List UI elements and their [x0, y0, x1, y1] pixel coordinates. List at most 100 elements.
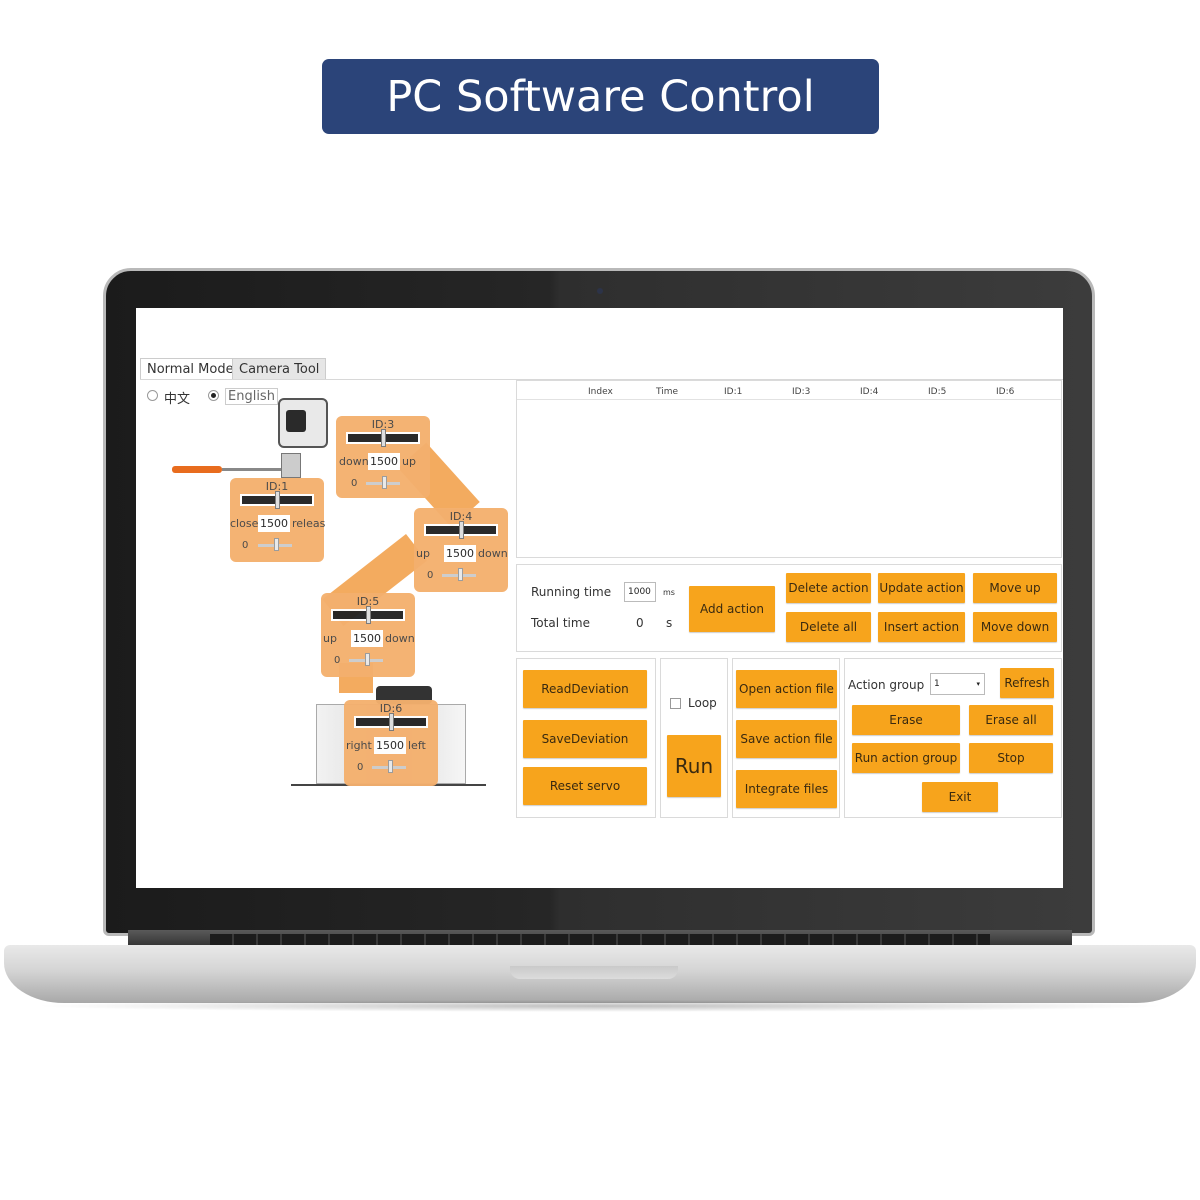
save-action-file-button[interactable]: Save action file: [736, 720, 837, 758]
servo-top-cap: [376, 686, 432, 704]
servo-offset-label: 0: [427, 570, 434, 581]
servo-offset-label: 0: [242, 540, 249, 551]
insert-action-button[interactable]: Insert action: [878, 612, 965, 642]
chevron-down-icon: ▾: [976, 680, 980, 688]
gripper-finger: [172, 466, 222, 473]
radio-chinese[interactable]: [147, 390, 158, 401]
erase-button[interactable]: Erase: [852, 705, 960, 735]
column-header-id3[interactable]: ID:3: [792, 387, 811, 397]
servo-slider-handle[interactable]: [366, 606, 371, 624]
save-deviation-button[interactable]: SaveDeviation: [523, 720, 647, 758]
servo-left-label: close: [230, 517, 259, 530]
action-group-label: Action group: [848, 678, 925, 692]
action-table[interactable]: [516, 380, 1062, 558]
tab-divider: [140, 379, 1063, 380]
tab-label: Camera Tool: [239, 362, 320, 377]
servo-id-label: ID:6: [379, 702, 403, 715]
column-header-id4[interactable]: ID:4: [860, 387, 879, 397]
servo-value-field[interactable]: 1500: [374, 737, 406, 754]
laptop-notch: [510, 966, 678, 979]
servo-slider-handle[interactable]: [381, 429, 386, 447]
column-header-id1[interactable]: ID:1: [724, 387, 743, 397]
gripper-rod: [222, 468, 292, 471]
column-header-id6[interactable]: ID:6: [996, 387, 1015, 397]
webcam-icon: [597, 288, 603, 294]
run-action-group-button[interactable]: Run action group: [852, 743, 960, 773]
servo-left-label: down: [339, 455, 369, 468]
tab-camera-tool[interactable]: Camera Tool: [232, 358, 327, 380]
delete-all-button[interactable]: Delete all: [786, 612, 871, 642]
servo-offset-handle[interactable]: [365, 653, 370, 666]
loop-checkbox[interactable]: [670, 698, 681, 709]
radio-english[interactable]: [208, 390, 219, 401]
servo-value-field[interactable]: 1500: [351, 630, 383, 647]
column-header-time[interactable]: Time: [656, 387, 679, 397]
integrate-files-button[interactable]: Integrate files: [736, 770, 837, 808]
column-header-index[interactable]: Index: [588, 387, 613, 397]
servo-id-label: ID:1: [265, 480, 289, 493]
delete-action-button[interactable]: Delete action: [786, 573, 871, 603]
loop-label: Loop: [688, 696, 717, 710]
servo-offset-label: 0: [351, 478, 358, 489]
servo-panel-id5: ID:5 up 1500 down 0: [321, 593, 415, 677]
erase-all-button[interactable]: Erase all: [969, 705, 1053, 735]
servo-left-label: up: [323, 632, 337, 645]
running-time-unit: ms: [663, 588, 675, 597]
tab-normal-mode[interactable]: Normal Mode: [140, 358, 241, 380]
servo-offset-handle[interactable]: [388, 760, 393, 773]
open-action-file-button[interactable]: Open action file: [736, 670, 837, 708]
servo-value-field[interactable]: 1500: [368, 453, 400, 470]
tab-label: Normal Mode: [147, 362, 234, 377]
action-group-select-value: 1: [934, 679, 940, 689]
page-title-banner: PC Software Control: [322, 59, 879, 134]
stop-button[interactable]: Stop: [969, 743, 1053, 773]
radio-chinese-label: 中文: [164, 392, 191, 407]
running-time-input[interactable]: 1000: [624, 582, 656, 602]
servo-right-label: releas: [292, 517, 326, 530]
add-action-button[interactable]: Add action: [689, 586, 775, 632]
servo-right-label: left: [408, 739, 426, 752]
move-down-button[interactable]: Move down: [973, 612, 1057, 642]
servo-slider-handle[interactable]: [389, 713, 394, 731]
move-up-button[interactable]: Move up: [973, 573, 1057, 603]
servo-value-field[interactable]: 1500: [444, 545, 476, 562]
radio-english-label: English: [225, 388, 278, 405]
servo-offset-handle[interactable]: [274, 538, 279, 551]
servo-id-label: ID:3: [371, 418, 395, 431]
servo-value-field[interactable]: 1500: [258, 515, 290, 532]
servo-offset-handle[interactable]: [382, 476, 387, 489]
app-window: Normal Mode Camera Tool 中文 English ID:3 …: [136, 308, 1063, 888]
update-action-button[interactable]: Update action: [878, 573, 965, 603]
servo-right-label: down: [385, 632, 415, 645]
refresh-button[interactable]: Refresh: [1000, 668, 1054, 698]
action-table-header-divider: [517, 399, 1061, 400]
total-time-unit: s: [666, 616, 673, 630]
running-time-label: Running time: [531, 585, 612, 599]
servo-slider-handle[interactable]: [459, 521, 464, 539]
servo-right-label: up: [402, 455, 416, 468]
camera-lens: [286, 410, 306, 432]
servo-id-label: ID:5: [356, 595, 380, 608]
servo-panel-id3: ID:3 down 1500 up 0: [336, 416, 430, 498]
servo-left-label: right: [346, 739, 372, 752]
reset-servo-button[interactable]: Reset servo: [523, 767, 647, 805]
servo-panel-id4: ID:4 up 1500 down 0: [414, 508, 508, 592]
camera-mount: [281, 453, 301, 478]
run-button[interactable]: Run: [667, 735, 721, 797]
servo-offset-label: 0: [357, 762, 364, 773]
servo-offset-handle[interactable]: [458, 568, 463, 581]
total-time-label: Total time: [531, 616, 590, 630]
action-group-select[interactable]: 1 ▾: [930, 673, 985, 695]
column-header-id5[interactable]: ID:5: [928, 387, 947, 397]
servo-panel-id1: ID:1 close 1500 releas 0: [230, 478, 326, 562]
servo-offset-label: 0: [334, 655, 341, 666]
laptop-keyboard: [210, 934, 990, 946]
servo-panel-id6: ID:6 right 1500 left 0: [344, 700, 438, 786]
total-time-value: 0: [636, 616, 644, 630]
servo-id-label: ID:4: [449, 510, 473, 523]
read-deviation-button[interactable]: ReadDeviation: [523, 670, 647, 708]
exit-button[interactable]: Exit: [922, 782, 998, 812]
page-title: PC Software Control: [386, 71, 815, 122]
servo-slider-handle[interactable]: [275, 491, 280, 509]
servo-right-label: down: [478, 547, 508, 560]
